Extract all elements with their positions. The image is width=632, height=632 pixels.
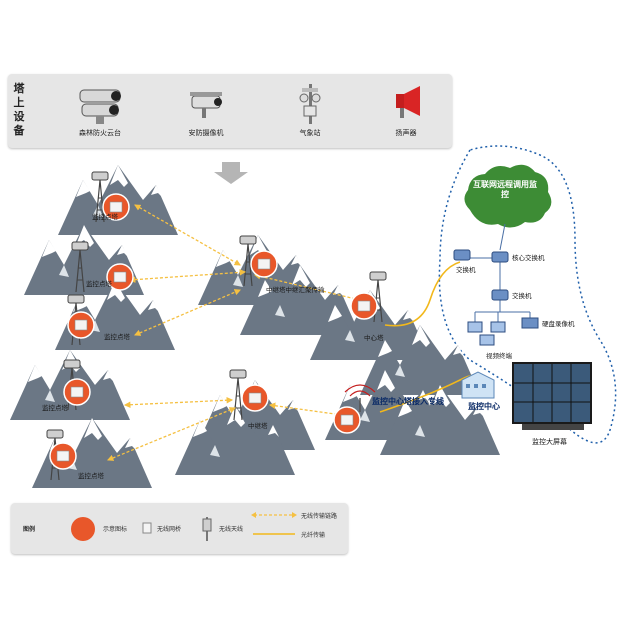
wireless-antenna-icon [202,517,212,541]
legend-item-label: 无线网桥 [157,526,182,533]
device-label: 安防摄像机 [188,129,224,137]
device-loudspeaker: 扬声器 [366,80,446,137]
access-tower-label: 监控中心塔接入专线 [372,396,444,406]
point-tower-label: 监控点塔 [104,332,131,341]
point-tower-label: 监控点塔 [92,212,119,221]
device-label: 森林防火云台 [79,129,121,137]
legend-wireless-line [251,512,297,518]
internet-cloud [464,164,552,228]
device-label: 气象站 [299,129,321,137]
wireless-antenna-icon [344,384,376,412]
video-terminal: 视频终端 [467,321,513,360]
legend-line-label: 无线传输链路 [301,513,338,520]
pan-tilt-camera-icon [79,89,121,124]
legend-panel: 图例 示意图标 无线网桥 无线天线 无线传输链路 光纤传输 [11,503,348,554]
indicator-icon [63,378,91,406]
monitoring-center-boundary [438,145,617,444]
point-tower-label: 监控点塔 [86,279,113,288]
indicator-icon [71,517,95,541]
indicator-icon [241,384,269,412]
point-tower-label: 监控点塔 [78,471,105,480]
video-wall-label: 监控大屏幕 [532,437,567,446]
device-weather-station: 气象站 [270,80,350,137]
switch-left: 交换机 [453,249,476,274]
nvr-label: 硬盘录像机 [542,319,575,328]
tower-equipment-panel: 塔上设备 森林防火云台 安防摄像机 气象站 [8,74,452,148]
legend-item-label: 无线天线 [219,526,244,533]
wireless-bridge-icon [142,522,152,534]
switch-center: 交换机 [491,289,532,301]
point-tower-label: 监控点塔 [42,403,69,412]
video-terminal-label: 视频终端 [486,351,513,360]
central-tower-label: 中心塔 [364,333,384,342]
indicator-icon [49,442,77,470]
switch-center-label: 交换机 [512,291,532,300]
weather-station-icon [299,84,321,124]
video-wall: 监控大屏幕 [512,362,592,446]
legend-line-label: 光纤传输 [301,532,326,539]
nvr: 硬盘录像机 [521,317,575,329]
indicator-icon [67,311,95,339]
tower-equipment-title: 塔上设备 [13,82,25,137]
loudspeaker-icon [396,86,420,118]
legend-item-label: 示意图标 [103,526,128,533]
device-security-camera: 安防摄像机 [166,80,246,137]
legend-fiber-line [253,533,295,535]
device-label: 扬声器 [395,129,417,137]
indicator-icon [333,406,361,434]
core-switch-label: 核心交换机 [512,253,545,262]
monitor-center-building: 监控中心 [461,371,500,411]
security-camera-icon [190,92,222,118]
switch-left-label: 交换机 [456,265,476,274]
indicator-icon [350,292,378,320]
wireless-links [106,204,362,461]
down-arrow-icon [214,162,248,184]
internet-label: 互联网远程调用监控 [473,180,537,199]
legend-title: 图例 [23,526,36,533]
relay-bottom-label: 中继塔 [248,421,268,430]
monitor-center-label: 监控中心 [468,401,500,411]
indicator-icon [250,250,278,278]
relay-top-label: 中继塔中继汇聚传输 [266,285,325,294]
device-pan-tilt-camera: 森林防火云台 [60,80,140,137]
core-switch: 核心交换机 [491,251,545,263]
